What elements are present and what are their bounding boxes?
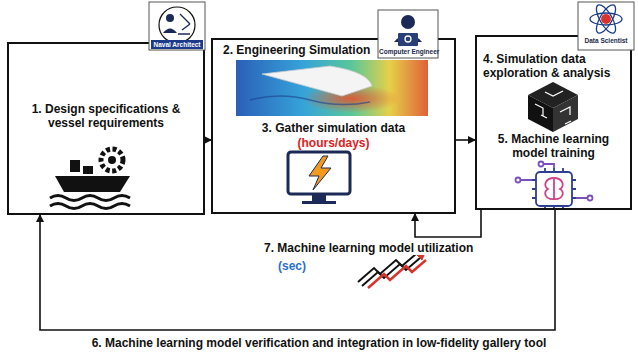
- node-text: 5. Machine learning model training: [483, 132, 624, 161]
- node-text: 2. Engineering Simulation: [223, 43, 383, 57]
- edge-label: 6. Machine learning model verification a…: [90, 336, 549, 350]
- node-text: 1. Design specifications & vessel requir…: [19, 102, 193, 131]
- computer-icon: [288, 152, 350, 204]
- duration-note: (sec): [278, 259, 306, 273]
- role-label: Computer Engineer: [379, 48, 437, 56]
- trend-arrow-icon: [358, 250, 426, 288]
- flow-arrow: [415, 210, 481, 237]
- simulation-box: 2. Engineering Simulation 3. Gather simul…: [211, 38, 456, 214]
- naval-architect-badge: [149, 2, 205, 50]
- node-text: 3. Gather simulation data: [223, 121, 444, 135]
- ml-box: 4. Simulation data exploration & analysi…: [475, 35, 632, 210]
- simulation-image: [236, 60, 428, 116]
- node-text: 4. Simulation data exploration & analysi…: [483, 52, 624, 81]
- edge-label: 7. Machine learning model utilization: [262, 241, 475, 255]
- ship-gear-icon: [50, 149, 130, 209]
- cube-icon: [528, 82, 578, 132]
- brain-chip-icon: [516, 162, 593, 211]
- design-box: 1. Design specifications & vessel requir…: [7, 42, 205, 215]
- data-scientist-badge: [578, 2, 634, 50]
- role-label: Naval Architect: [151, 41, 203, 49]
- flow-arrow: [456, 139, 475, 141]
- node-text: (hours/days): [223, 136, 444, 150]
- computer-engineer-badge: [378, 10, 438, 58]
- role-label: Data Scientist: [579, 37, 633, 45]
- flow-arrow: [40, 210, 555, 330]
